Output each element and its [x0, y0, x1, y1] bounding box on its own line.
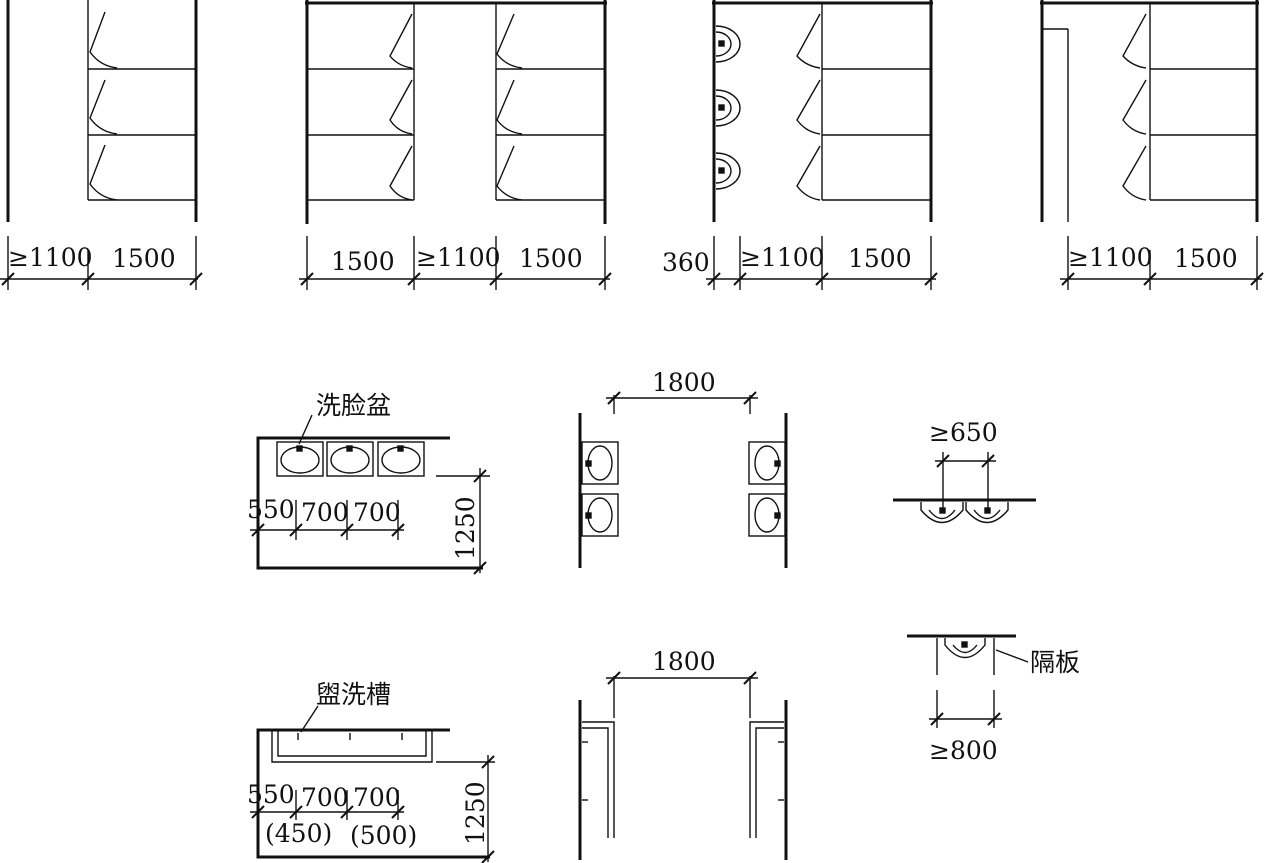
dim-text: 1250 [461, 781, 490, 845]
dim-text: 700 [301, 498, 349, 527]
dim-text: 360 [662, 248, 710, 277]
dimension-line [1060, 236, 1264, 290]
plan-4-cubicles-with-partition [1040, 0, 1264, 290]
door-swing [796, 13, 821, 201]
dimension-line [706, 236, 938, 290]
plan-2-double-row-cubicles [299, 0, 612, 290]
urinal-icon [944, 638, 986, 659]
dim-text: 550 [247, 780, 295, 809]
dim-text: 700 [353, 498, 401, 527]
plan-1-single-row-cubicles [0, 0, 203, 290]
dimension-line [250, 755, 495, 863]
dim-text: 550 [247, 495, 295, 524]
dim-text: 1500 [1174, 244, 1238, 273]
dim-text: (500) [350, 821, 417, 850]
dim-text: ≥650 [929, 418, 998, 447]
dim-text: 700 [353, 783, 401, 812]
urinal-icon [920, 502, 1009, 524]
dimension-line [250, 468, 490, 575]
washbasin-icon [581, 441, 786, 537]
basin-row-layout [250, 414, 490, 575]
door-swing [389, 13, 523, 201]
trough-icon [582, 721, 784, 838]
dim-text: 1800 [652, 368, 716, 397]
dimension-line [0, 236, 203, 290]
basin-facing-layout [578, 391, 788, 568]
dim-text: ≥1100 [740, 243, 825, 272]
partition-label: 隔板 [1030, 648, 1080, 677]
urinal-spacing-detail [893, 452, 1036, 524]
dim-text: 1500 [519, 244, 583, 273]
door-swing [89, 11, 118, 201]
dim-text: 1250 [451, 496, 480, 560]
dim-text: ≥1100 [1068, 243, 1153, 272]
dim-text: 1800 [652, 647, 716, 676]
wash-trough-layout [250, 705, 495, 863]
trough-icon [271, 730, 433, 763]
dim-text: ≥1100 [8, 243, 93, 272]
dim-text: 1500 [848, 244, 912, 273]
door-swing [1122, 13, 1147, 201]
urinal-icon [715, 25, 741, 190]
dim-text: 700 [301, 783, 349, 812]
dim-text: 1500 [112, 244, 176, 273]
dim-text: ≥1100 [416, 243, 501, 272]
washbasin-label: 洗脸盆 [316, 391, 391, 420]
dim-text: 1500 [331, 247, 395, 276]
partition-detail [907, 634, 1029, 728]
trough-facing-layout [578, 671, 788, 860]
wash-trough-label: 盥洗槽 [316, 680, 391, 709]
dim-text: ≥800 [929, 736, 998, 765]
plan-3-cubicles-with-urinals [706, 0, 938, 290]
dim-text: (450) [265, 819, 332, 848]
washbasin-icon [276, 441, 425, 477]
dimension-line [299, 236, 612, 290]
